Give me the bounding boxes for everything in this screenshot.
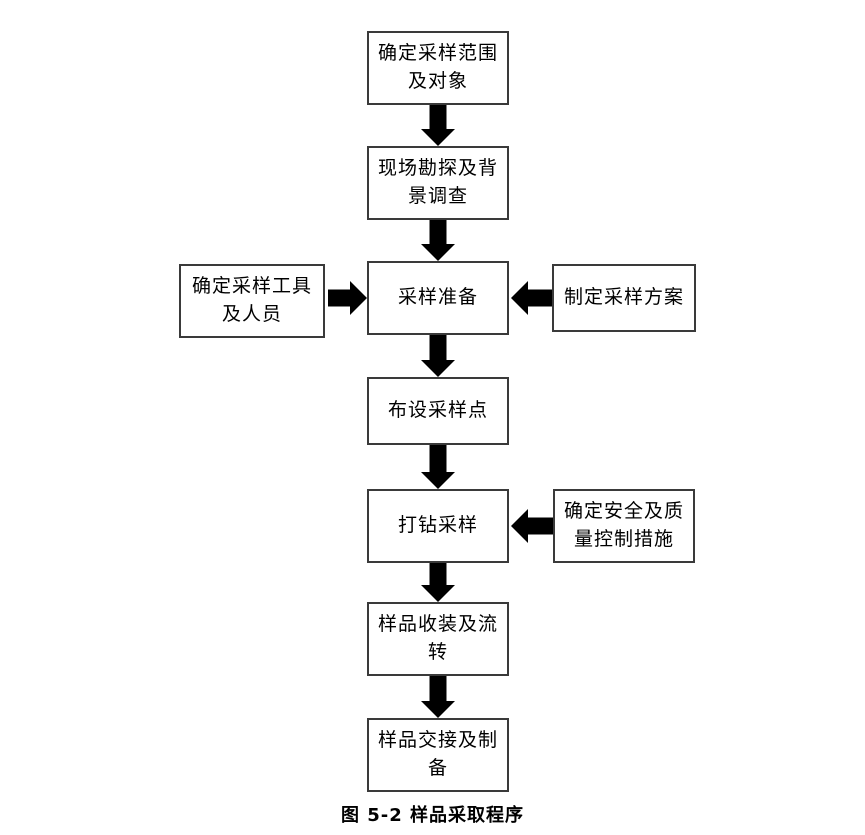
arrow-shaft — [429, 105, 447, 129]
arrow-shaft — [429, 445, 447, 472]
node-label: 布设采样点 — [387, 399, 488, 422]
node-label: 现场勘探及背 景调查 — [377, 157, 498, 207]
node-scope[interactable]: 确定采样范围 及对象 — [367, 31, 509, 105]
arrow-shaft — [429, 563, 447, 585]
arrow-down-icon-prepare-to-points — [421, 335, 455, 377]
arrow-head — [421, 701, 455, 718]
arrow-left-icon-plan-to-prepare — [511, 281, 552, 315]
node-safety[interactable]: 确定安全及质 量控制措施 — [553, 489, 695, 563]
arrow-down-icon-packaging-to-handover — [421, 676, 455, 718]
arrow-down-icon-scope-to-survey — [421, 105, 455, 146]
arrow-down-icon-drill-to-packaging — [421, 563, 455, 602]
node-label: 采样准备 — [397, 286, 478, 309]
arrow-head — [421, 129, 455, 146]
node-drill[interactable]: 打钻采样 — [367, 489, 509, 563]
arrow-shaft — [328, 289, 350, 307]
arrow-shaft — [528, 289, 552, 307]
arrow-head — [421, 472, 455, 489]
node-label: 制定采样方案 — [563, 286, 684, 309]
figure-caption: 图 5-2 样品采取程序 — [340, 805, 525, 826]
arrow-head — [511, 509, 528, 543]
arrow-head — [511, 281, 528, 315]
node-survey[interactable]: 现场勘探及背 景调查 — [367, 146, 509, 220]
arrow-right-icon-tools-to-prepare — [328, 281, 367, 315]
node-handover[interactable]: 样品交接及制 备 — [367, 718, 509, 792]
arrow-shaft — [528, 517, 553, 535]
arrow-left-icon-safety-to-drill — [511, 509, 553, 543]
arrow-head — [421, 585, 455, 602]
node-label: 确定采样范围 及对象 — [377, 42, 498, 92]
arrow-shaft — [429, 676, 447, 701]
node-packaging[interactable]: 样品收装及流 转 — [367, 602, 509, 676]
arrow-head — [421, 244, 455, 261]
arrow-down-icon-survey-to-prepare — [421, 220, 455, 261]
node-label: 打钻采样 — [397, 514, 478, 537]
arrow-shaft — [429, 220, 447, 244]
node-label: 确定安全及质 量控制措施 — [563, 500, 684, 550]
arrow-head — [421, 360, 455, 377]
arrow-down-icon-points-to-drill — [421, 445, 455, 489]
node-tools[interactable]: 确定采样工具 及人员 — [179, 264, 325, 338]
node-label: 样品收装及流 转 — [377, 613, 498, 663]
arrow-shaft — [429, 335, 447, 360]
node-label: 确定采样工具 及人员 — [191, 275, 312, 325]
node-plan[interactable]: 制定采样方案 — [552, 264, 696, 332]
node-prepare[interactable]: 采样准备 — [367, 261, 509, 335]
node-points[interactable]: 布设采样点 — [367, 377, 509, 445]
node-label: 样品交接及制 备 — [377, 729, 498, 779]
arrow-head — [350, 281, 367, 315]
